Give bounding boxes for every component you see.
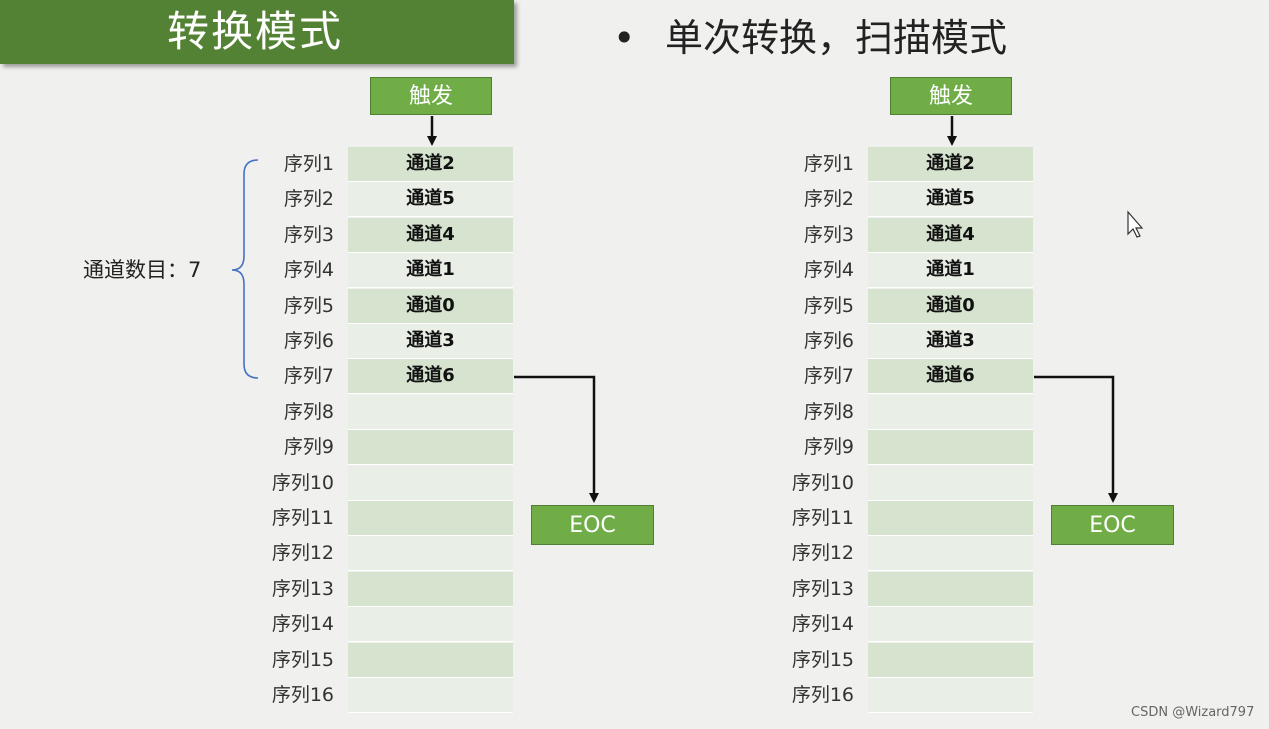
eoc-connector-left [514, 375, 599, 503]
sequence-cell: 通道4 [868, 217, 1033, 253]
sequence-cell [348, 536, 513, 572]
sequence-cell [868, 536, 1033, 572]
sequence-cell [348, 465, 513, 501]
channel-brace [231, 159, 259, 379]
sequence-cell [868, 642, 1033, 678]
channel-count-label: 通道数目：7 [83, 258, 202, 282]
sequence-cell: 通道0 [348, 288, 513, 324]
subtitle: • 单次转换，扫描模式 [613, 14, 1007, 62]
sequence-label: 序列11 [791, 507, 854, 529]
title-banner: 转换模式 [0, 0, 514, 64]
sequence-cell [348, 607, 513, 643]
sequence-label: 序列10 [791, 471, 854, 494]
sequence-cell [868, 394, 1033, 430]
sequence-label: 序列11 [271, 507, 334, 529]
sequence-label: 序列1 [283, 153, 334, 175]
sequence-label: 序列6 [283, 330, 334, 352]
sequence-label: 序列2 [283, 188, 334, 211]
trigger-box: 触发 [890, 77, 1012, 115]
sequence-label: 序列15 [791, 648, 854, 671]
sequence-cell: 通道0 [868, 288, 1033, 324]
sequence-label: 序列5 [283, 294, 334, 317]
sequence-label: 序列14 [271, 613, 334, 636]
sequence-cell: 通道2 [348, 147, 513, 182]
sequence-cell: 通道6 [868, 359, 1033, 395]
sequence-cell [348, 430, 513, 466]
sequence-label: 序列16 [271, 684, 334, 706]
sequence-label: 序列3 [283, 223, 334, 246]
sequence-cell [868, 678, 1033, 713]
sequence-cell [868, 430, 1033, 466]
sequence-label: 序列13 [271, 577, 334, 600]
sequence-label: 序列13 [791, 577, 854, 600]
sequence-label: 序列6 [803, 330, 854, 352]
sequence-label: 序列9 [283, 436, 334, 459]
sequence-cell [868, 501, 1033, 536]
sequence-label: 序列12 [791, 542, 854, 565]
sequence-cell: 通道3 [348, 324, 513, 359]
sequence-cell [348, 501, 513, 536]
sequence-cell [348, 394, 513, 430]
eoc-connector-right [1034, 375, 1118, 503]
eoc-box: EOC [1051, 505, 1174, 545]
mouse-cursor-icon [1127, 210, 1144, 238]
sequence-label: 序列16 [791, 684, 854, 706]
sequence-label: 序列4 [283, 259, 334, 282]
sequence-label: 序列3 [803, 223, 854, 246]
sequence-cell [348, 571, 513, 607]
sequence-cell [868, 465, 1033, 501]
sequence-cell: 通道4 [348, 217, 513, 253]
sequence-label: 序列1 [803, 153, 854, 175]
sequence-cell [348, 642, 513, 678]
sequence-label: 序列7 [803, 365, 854, 388]
trigger-box: 触发 [370, 77, 492, 115]
sequence-cell: 通道1 [348, 253, 513, 289]
sequence-label: 序列5 [803, 294, 854, 317]
sequence-label: 序列8 [283, 400, 334, 423]
sequence-label: 序列8 [803, 400, 854, 423]
sequence-cell [868, 571, 1033, 607]
bullet-icon: • [613, 16, 636, 60]
sequence-label: 序列15 [271, 648, 334, 671]
sequence-label: 序列7 [283, 365, 334, 388]
sequence-cell: 通道5 [348, 182, 513, 218]
sequence-cell: 通道3 [868, 324, 1033, 359]
eoc-box: EOC [531, 505, 654, 545]
page-title: 转换模式 [166, 7, 343, 56]
sequence-label: 序列10 [271, 471, 334, 494]
sequence-label: 序列14 [791, 613, 854, 636]
sequence-cell: 通道2 [868, 147, 1033, 182]
sequence-cell: 通道5 [868, 182, 1033, 218]
sequence-cell [348, 678, 513, 713]
sequence-label: 序列12 [271, 542, 334, 565]
sequence-label: 序列2 [803, 188, 854, 211]
sequence-cell [868, 607, 1033, 643]
sequence-cell: 通道6 [348, 359, 513, 395]
subtitle-text: 单次转换，扫描模式 [665, 16, 1008, 60]
sequence-label: 序列9 [803, 436, 854, 459]
watermark: CSDN @Wizard797 [1131, 705, 1255, 720]
sequence-label: 序列4 [803, 259, 854, 282]
sequence-cell: 通道1 [868, 253, 1033, 289]
